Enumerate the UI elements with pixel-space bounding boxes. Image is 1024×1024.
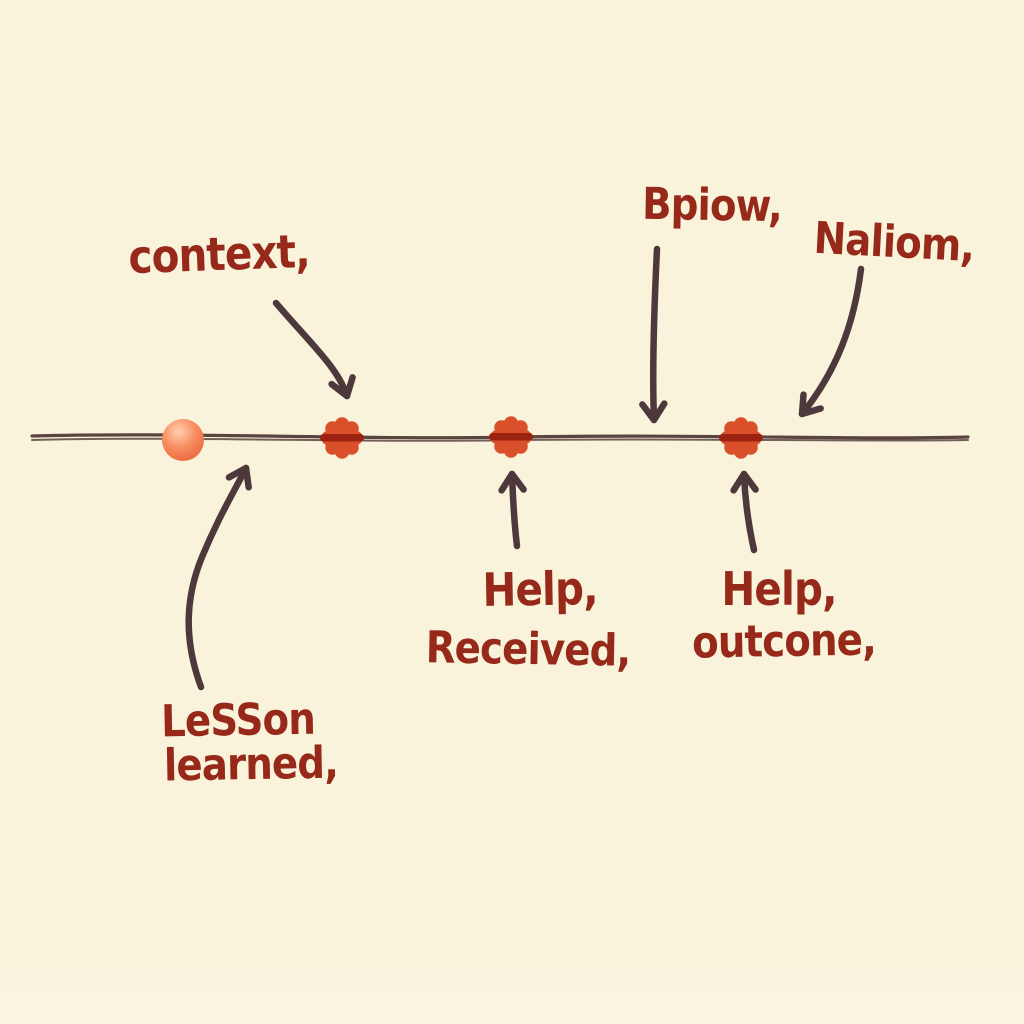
context-arrow [272, 299, 356, 400]
bpiow-arrow [639, 245, 668, 424]
naliom-arrow [798, 265, 865, 418]
help-outcome-arrow [730, 470, 759, 554]
sphere-marker [162, 419, 204, 461]
help-received-label-line1: Help, [481, 560, 599, 618]
marker-line-bands [320, 433, 763, 442]
help-received-label-line2: Received, [425, 622, 631, 677]
lesson-learned-arrow [185, 464, 252, 691]
help-outcome-label-line2: outcone, [691, 614, 877, 669]
context-label: context, [127, 223, 311, 285]
naliom-label: Naliom, [812, 212, 976, 273]
help-outcome-label-line1: Help, [721, 562, 837, 616]
help-received-arrow [498, 470, 527, 550]
bpiow-label: Bpiow, [641, 178, 783, 233]
lesson-learned-label-line2: learned, [163, 737, 339, 792]
